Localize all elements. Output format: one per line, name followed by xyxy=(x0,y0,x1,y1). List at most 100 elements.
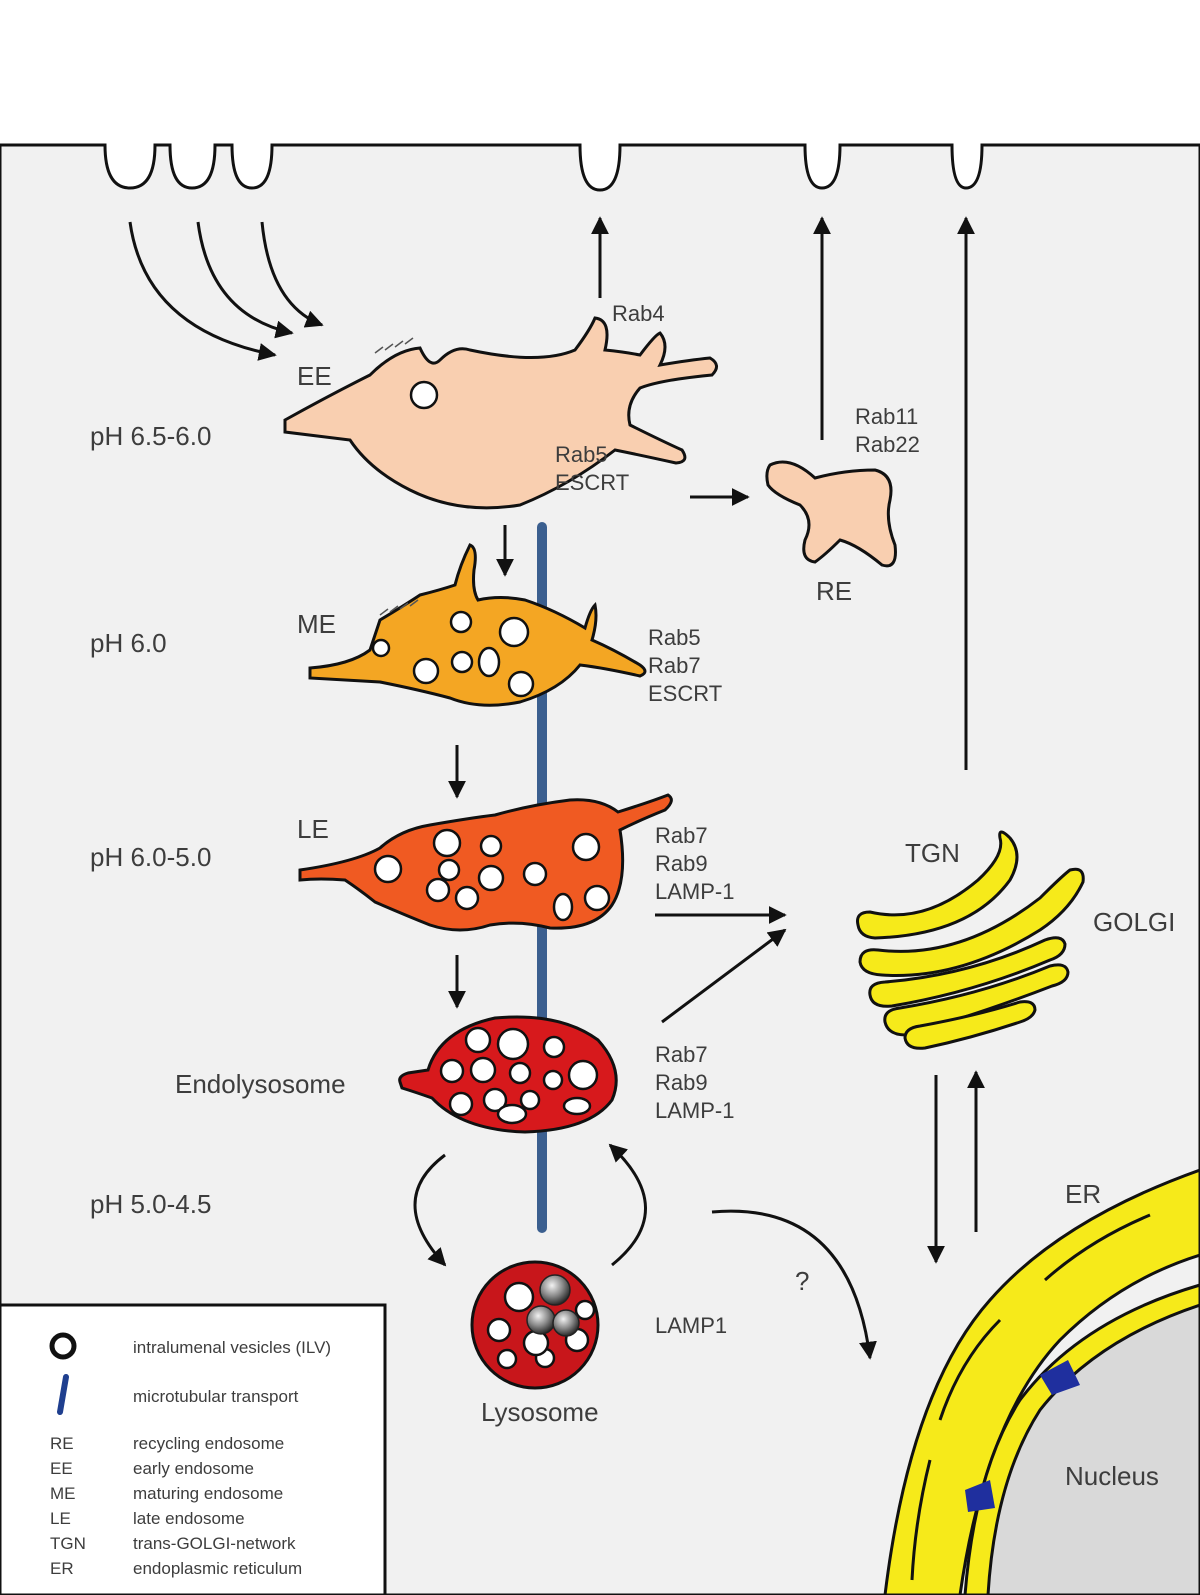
label-le: LE xyxy=(297,814,329,844)
lysosome-ilv xyxy=(574,1299,596,1321)
legend-abbr: ER xyxy=(50,1559,74,1578)
nuclear-pore-2 xyxy=(965,1480,995,1512)
le-ilv xyxy=(522,861,548,887)
marker-ee-escrt: ESCRT xyxy=(555,470,629,495)
lysosome-dense-core xyxy=(552,1309,580,1337)
golgi-cisterna xyxy=(868,936,1067,1008)
er-inner-cisterna-3 xyxy=(910,1459,932,1581)
legend-ilv-icon xyxy=(49,1332,77,1360)
me-ilv xyxy=(507,670,535,698)
le-ilv xyxy=(437,858,461,882)
le-ilv xyxy=(454,885,480,911)
ph-label-le: pH 6.0-5.0 xyxy=(90,842,211,872)
marker-le-rab9: Rab9 xyxy=(655,851,708,876)
legend-abbr: RE xyxy=(50,1434,74,1453)
endocytosis-arrow-3 xyxy=(260,221,324,328)
marker-me-rab7: Rab7 xyxy=(648,653,701,678)
ph-label-ee: pH 6.5-6.0 xyxy=(90,421,211,451)
endolysosome-ilv xyxy=(439,1058,465,1084)
legend-abbr: TGN xyxy=(50,1534,86,1553)
me-ilv xyxy=(412,657,440,685)
label-me: ME xyxy=(297,609,336,639)
me-ubiquitin-marks xyxy=(379,599,419,616)
marker-rab11: Rab11 xyxy=(855,404,918,429)
le-ilv xyxy=(571,832,601,862)
lysosome-ilv xyxy=(496,1348,518,1370)
le-ilv xyxy=(477,864,505,892)
label-ee: EE xyxy=(297,361,332,391)
endolysosome-ilv xyxy=(496,1103,528,1125)
legend-abbr-desc: trans-GOLGI-network xyxy=(133,1534,296,1553)
lysosome-ilv xyxy=(503,1281,535,1313)
endolysosome-ilv xyxy=(567,1059,599,1091)
golgi-cisterna xyxy=(858,867,1085,977)
le-ilv xyxy=(373,854,403,884)
marker-endolysosome-rab9: Rab9 xyxy=(655,1070,708,1095)
le-ilv xyxy=(425,877,451,903)
label-nucleus: Nucleus xyxy=(1065,1461,1159,1491)
endocytosis-arrow-1 xyxy=(128,221,277,361)
label-tgn: TGN xyxy=(905,838,960,868)
ee-ubiquitin-marks xyxy=(374,337,414,354)
me-ilv xyxy=(371,638,391,658)
endolysosome-ilv xyxy=(496,1027,530,1061)
legend-microtubule-label: microtubular transport xyxy=(133,1387,299,1406)
marker-me-escrt: ESCRT xyxy=(648,681,722,706)
marker-rab4: Rab4 xyxy=(612,301,665,326)
lysosome-dense-core xyxy=(526,1305,556,1335)
legend-abbr-desc: late endosome xyxy=(133,1509,245,1528)
label-endolysosome: Endolysosome xyxy=(175,1069,346,1099)
legend-abbr-desc: endoplasmic reticulum xyxy=(133,1559,302,1578)
me-ilv xyxy=(477,646,501,678)
lysosome-ilv xyxy=(522,1329,550,1357)
le-ilv xyxy=(552,892,574,922)
label-er: ER xyxy=(1065,1179,1101,1209)
golgi-tgn-cisterna xyxy=(856,830,1019,940)
legend: intralumenal vesicles (ILV) microtubular… xyxy=(0,1303,387,1595)
legend-microtubule-icon xyxy=(57,1374,69,1415)
endolysosome-ilv xyxy=(448,1091,474,1117)
marker-le-lamp1: LAMP-1 xyxy=(655,879,734,904)
label-golgi: GOLGI xyxy=(1093,907,1175,937)
legend-ilv-label: intralumenal vesicles (ILV) xyxy=(133,1338,331,1357)
golgi-cisterna xyxy=(903,1000,1037,1050)
endolysosome-ilv xyxy=(562,1096,592,1116)
marker-endolysosome-rab7: Rab7 xyxy=(655,1042,708,1067)
lysosome-dense-core xyxy=(539,1274,571,1306)
legend-abbr: LE xyxy=(50,1509,71,1528)
legend-abbr-desc: maturing endosome xyxy=(133,1484,283,1503)
nucleus-er-group xyxy=(883,1168,1200,1595)
le-ilv xyxy=(479,834,503,858)
marker-ee-rab5: Rab5 xyxy=(555,442,608,467)
ph-label-lysosome: pH 5.0-4.5 xyxy=(90,1189,211,1219)
lysosome-ilv xyxy=(486,1317,512,1343)
lysosome-to-endolysosome-arrow xyxy=(608,1143,647,1267)
me-ilv xyxy=(450,650,474,674)
maturing-endosome xyxy=(308,543,647,707)
endolysosome-ilv xyxy=(508,1061,532,1085)
endocytosis-arrow-2 xyxy=(196,221,294,339)
legend-abbr-desc: recycling endosome xyxy=(133,1434,284,1453)
legend-abbr: EE xyxy=(50,1459,73,1478)
nuclear-pore-1 xyxy=(1040,1360,1080,1395)
endolysosome-ilv xyxy=(542,1035,566,1059)
marker-lysosome-lamp1: LAMP1 xyxy=(655,1313,727,1338)
marker-me-rab5: Rab5 xyxy=(648,625,701,650)
me-ilv xyxy=(498,616,530,648)
le-ilv xyxy=(583,884,611,912)
me-ilv xyxy=(449,610,473,634)
marker-rab22: Rab22 xyxy=(855,432,920,457)
endolysosome-ilv xyxy=(542,1069,564,1091)
lysosome-to-er-arrow xyxy=(711,1209,877,1360)
recycling-endosome xyxy=(765,460,897,568)
ee-ilv xyxy=(409,380,439,410)
label-re: RE xyxy=(816,576,852,606)
ph-label-me: pH 6.0 xyxy=(90,628,167,658)
endolysosome-ilv xyxy=(482,1087,508,1113)
endolysosome-to-golgi-arrow xyxy=(661,928,787,1024)
endolysosome-ilv xyxy=(464,1026,492,1054)
er-inner-cisterna-2 xyxy=(938,1318,1002,1421)
golgi-apparatus xyxy=(856,830,1085,1050)
endolysosome-ilv xyxy=(519,1089,541,1111)
marker-endolysosome-lamp1: LAMP-1 xyxy=(655,1098,734,1123)
